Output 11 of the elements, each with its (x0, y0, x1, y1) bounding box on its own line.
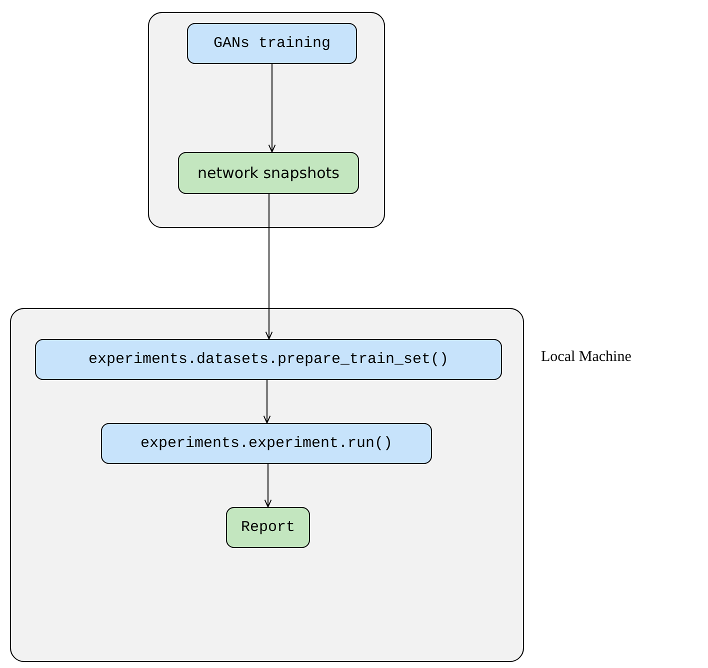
process-box: experiments.datasets.prepare_train_set() (35, 339, 502, 380)
output-box: network snapshots (178, 152, 359, 194)
process-box: GANs training (187, 23, 357, 64)
output-box: Report (226, 507, 310, 548)
arrow (263, 380, 271, 424)
arrow (265, 194, 273, 340)
arrow (264, 464, 272, 508)
process-box: experiments.experiment.run() (101, 423, 432, 464)
group-panel (148, 12, 385, 228)
group-label: Local Machine (541, 349, 632, 366)
arrow (268, 64, 276, 152)
